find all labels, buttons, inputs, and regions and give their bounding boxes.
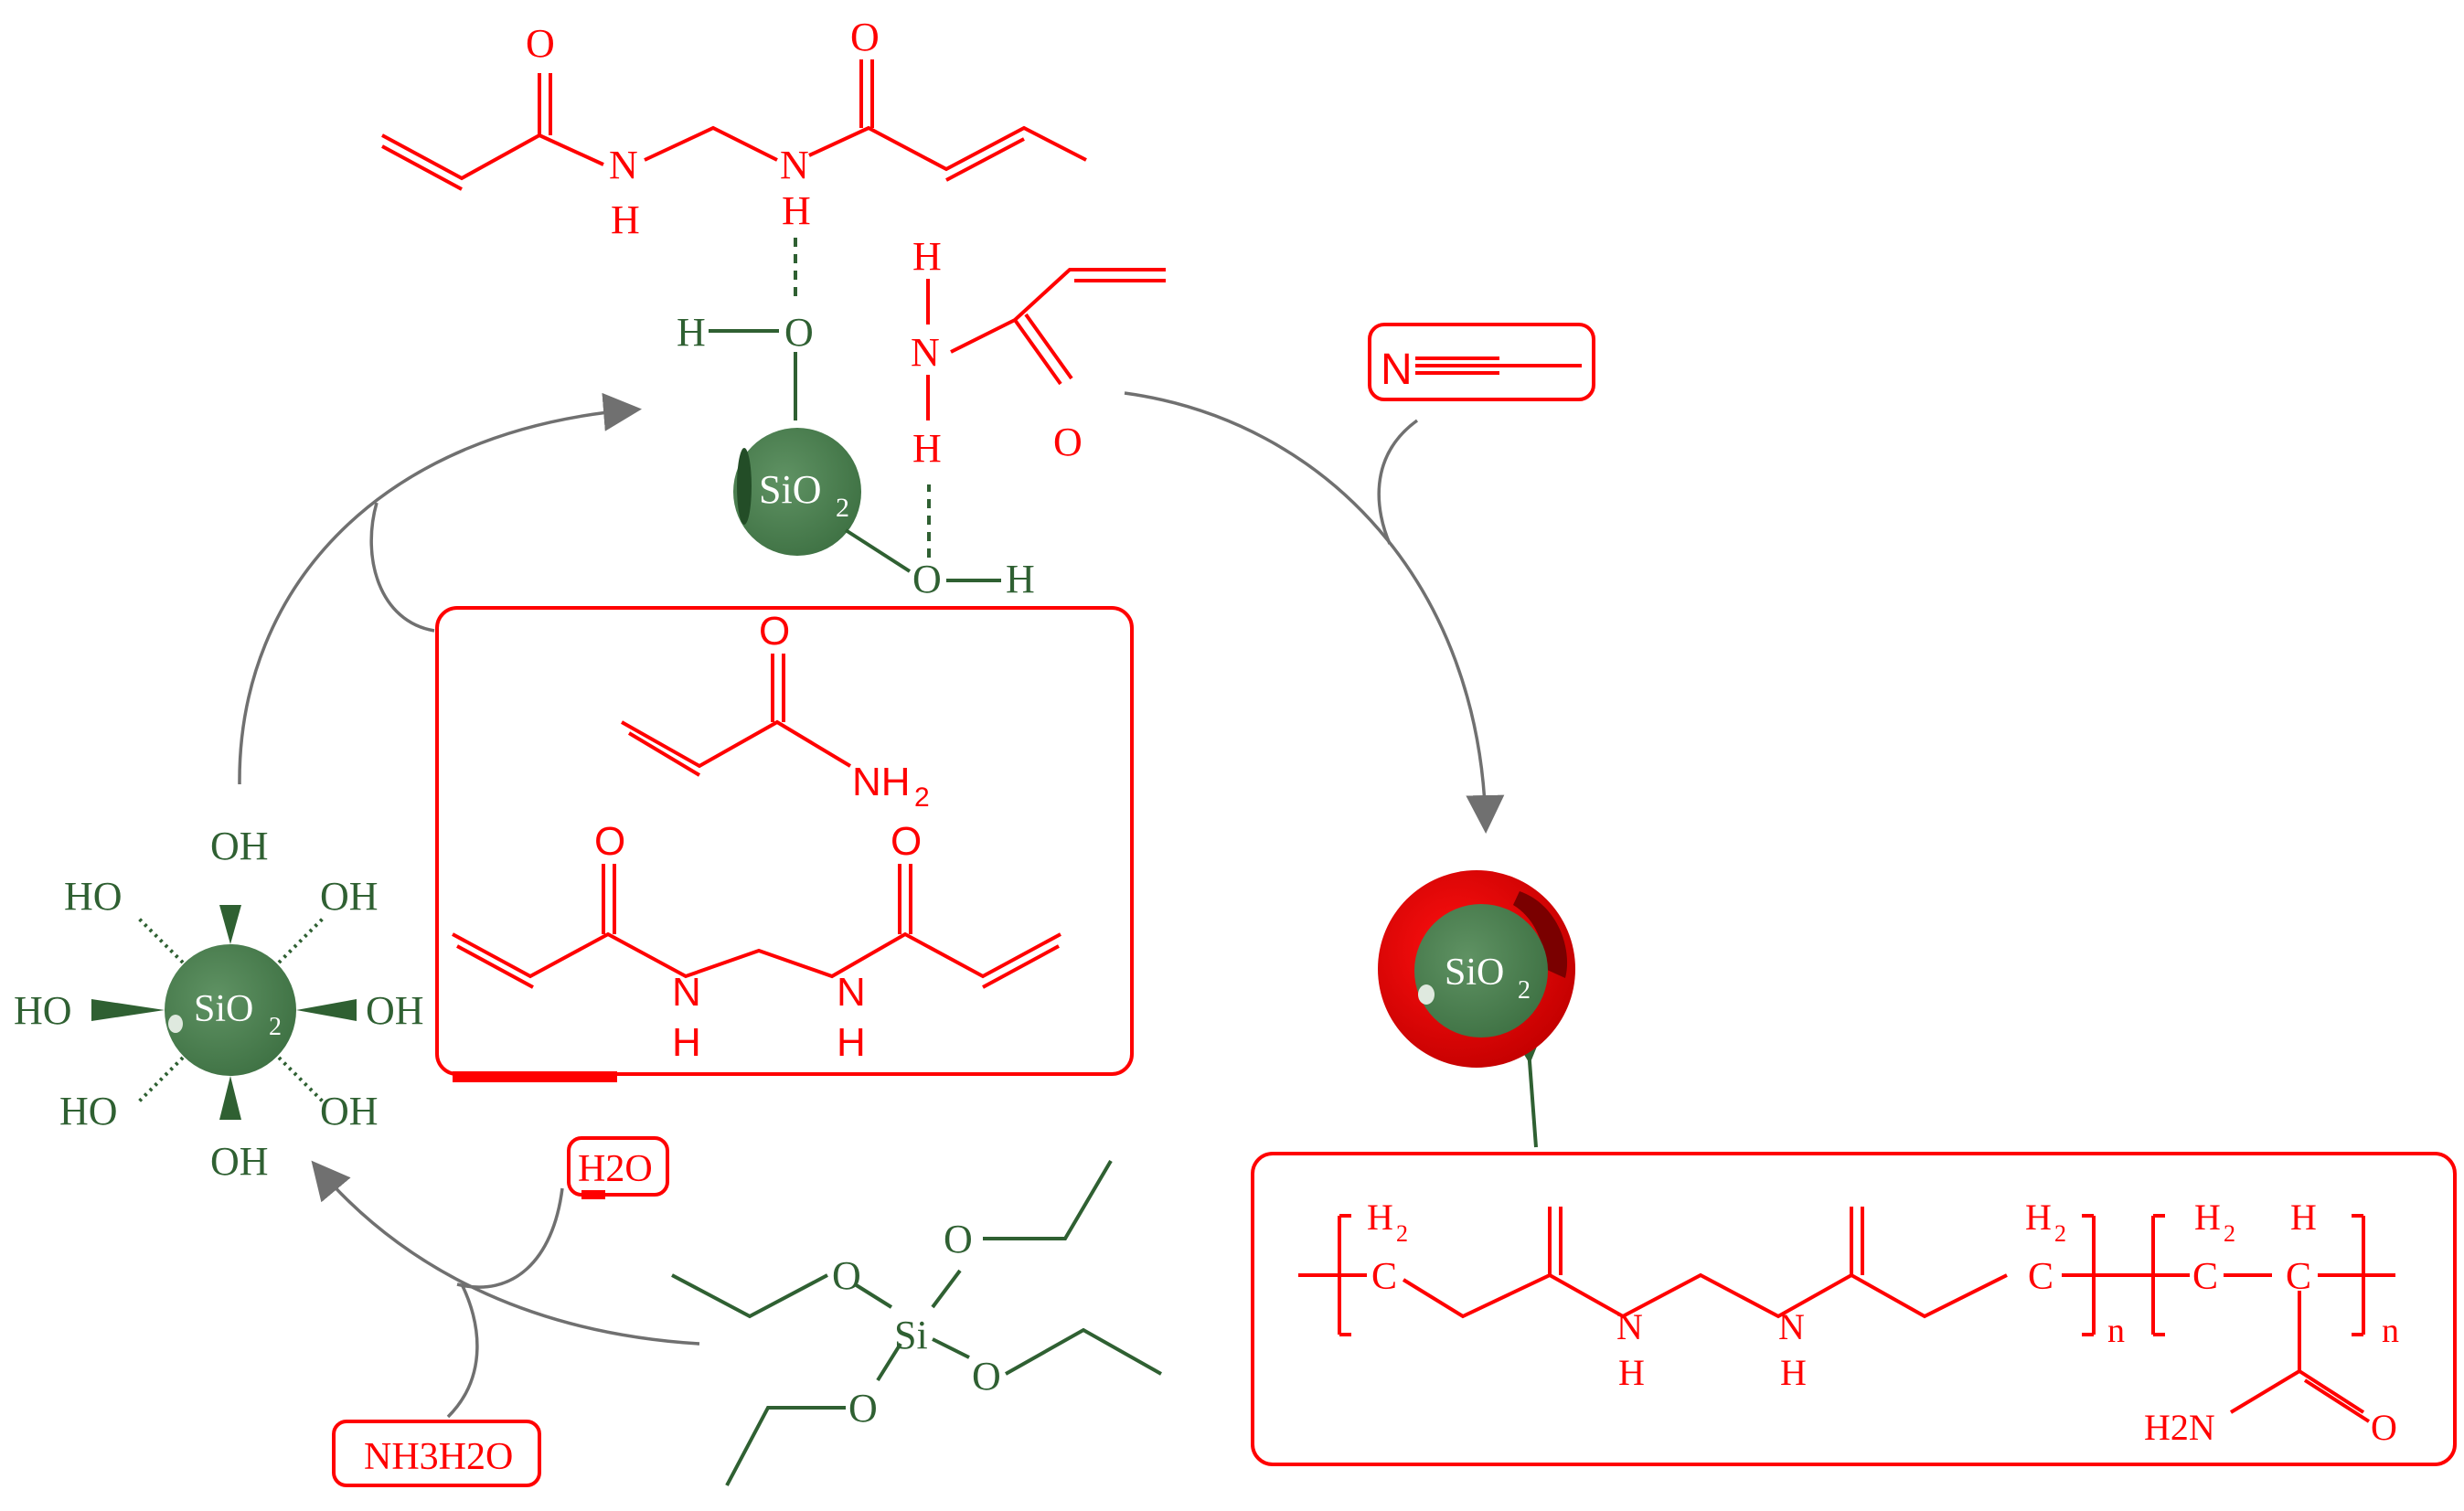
sio2-label: SiO	[1445, 952, 1504, 994]
c-label: C	[1371, 1256, 1397, 1298]
n-label: N	[609, 143, 638, 187]
n-label: N	[780, 143, 809, 187]
h2-label: H	[1367, 1197, 1393, 1238]
o-label: O	[850, 15, 880, 59]
hydroxyl-silica: SiO 2 OH HO OH HO OH HO OH OH	[14, 824, 424, 1184]
h2o-label: H2O	[578, 1148, 653, 1190]
o-label: O	[832, 1253, 861, 1298]
sio2-label: SiO	[194, 988, 253, 1030]
o-label: O	[944, 1217, 973, 1261]
nh3h2o-label: NH3H2O	[364, 1436, 513, 1478]
ammonia-reagent: NH3H2O	[332, 1420, 541, 1487]
top-silica-particle: O H SiO 2 O H	[677, 238, 1035, 601]
monomer-box: O NH 2 O O N H N H	[435, 606, 1134, 1082]
h-label: H	[912, 426, 942, 471]
o-label: O	[912, 557, 942, 601]
water-reagent: H2O	[567, 1136, 669, 1199]
h-label: H	[1780, 1352, 1807, 1393]
n-index-label: n	[2107, 1312, 2125, 1350]
sio2-sphere-icon	[165, 944, 296, 1076]
o-label: O	[2371, 1407, 2397, 1448]
n-label: N	[1616, 1306, 1643, 1347]
ho-label: HO	[64, 874, 123, 919]
o-label: O	[891, 819, 922, 864]
c-label: C	[2192, 1256, 2218, 1298]
nh2-label: NH	[852, 760, 911, 804]
n-index-label: n	[2382, 1312, 2399, 1350]
n-label: N	[911, 330, 940, 375]
oh-label: OH	[320, 874, 379, 919]
h-label: H	[1006, 557, 1035, 601]
o-label: O	[848, 1386, 878, 1431]
h2n-label: H2N	[2144, 1407, 2215, 1448]
n-label: N	[1778, 1306, 1805, 1347]
oh-label: OH	[210, 824, 269, 868]
oh-label: OH	[366, 988, 424, 1033]
sub-label: 2	[2054, 1220, 2066, 1247]
oh-label: OH	[320, 1089, 379, 1133]
o-label: O	[1053, 420, 1083, 464]
h-label: H	[837, 1020, 866, 1065]
sub-label: 2	[2224, 1220, 2235, 1247]
acetonitrile-reagent: N	[1368, 323, 1595, 401]
reaction-arrows	[238, 391, 1552, 1419]
n-label: N	[672, 970, 701, 1015]
teos-molecule: Si O O O O	[671, 1159, 1162, 1486]
ho-label: HO	[59, 1089, 118, 1133]
top-acrylamide: H N H O	[911, 234, 1166, 471]
h-label: H	[677, 310, 706, 355]
sub-label: 2	[914, 782, 930, 813]
sub-label: 2	[269, 1013, 282, 1041]
top-mba-molecule: O N H N H O	[381, 15, 1087, 242]
h-label: H	[672, 1020, 701, 1065]
o-label: O	[594, 819, 625, 864]
h-label: H	[1618, 1352, 1645, 1393]
h2-label: H	[2025, 1197, 2052, 1238]
o-label: O	[784, 310, 814, 355]
sub-label: 2	[1518, 976, 1531, 1005]
h-label: H	[782, 188, 811, 233]
h-label: H	[611, 197, 640, 242]
sio2-label: SiO	[759, 467, 821, 512]
h-label: H	[912, 234, 942, 279]
o-label: O	[759, 609, 790, 654]
coated-particle: SiO 2	[1378, 870, 1575, 1068]
sub-label: 2	[1396, 1220, 1408, 1247]
h-label: H	[2290, 1197, 2317, 1238]
si-label: Si	[894, 1313, 928, 1357]
o-label: O	[972, 1354, 1001, 1399]
sio2-sphere-icon	[733, 428, 861, 556]
n-label: N	[1381, 346, 1413, 394]
oh-label: OH	[210, 1139, 269, 1184]
n-label: N	[837, 970, 866, 1015]
sio2-sphere-icon	[1414, 904, 1548, 1037]
polymer-structure-box: H 2 C N H N H H 2 C n H 2 C H C n H2N O	[1251, 1152, 2457, 1466]
c-label: C	[2028, 1256, 2053, 1298]
h2-label: H	[2194, 1197, 2221, 1238]
sub-label: 2	[836, 493, 849, 523]
o-label: O	[526, 21, 555, 66]
ho-label: HO	[14, 988, 72, 1033]
